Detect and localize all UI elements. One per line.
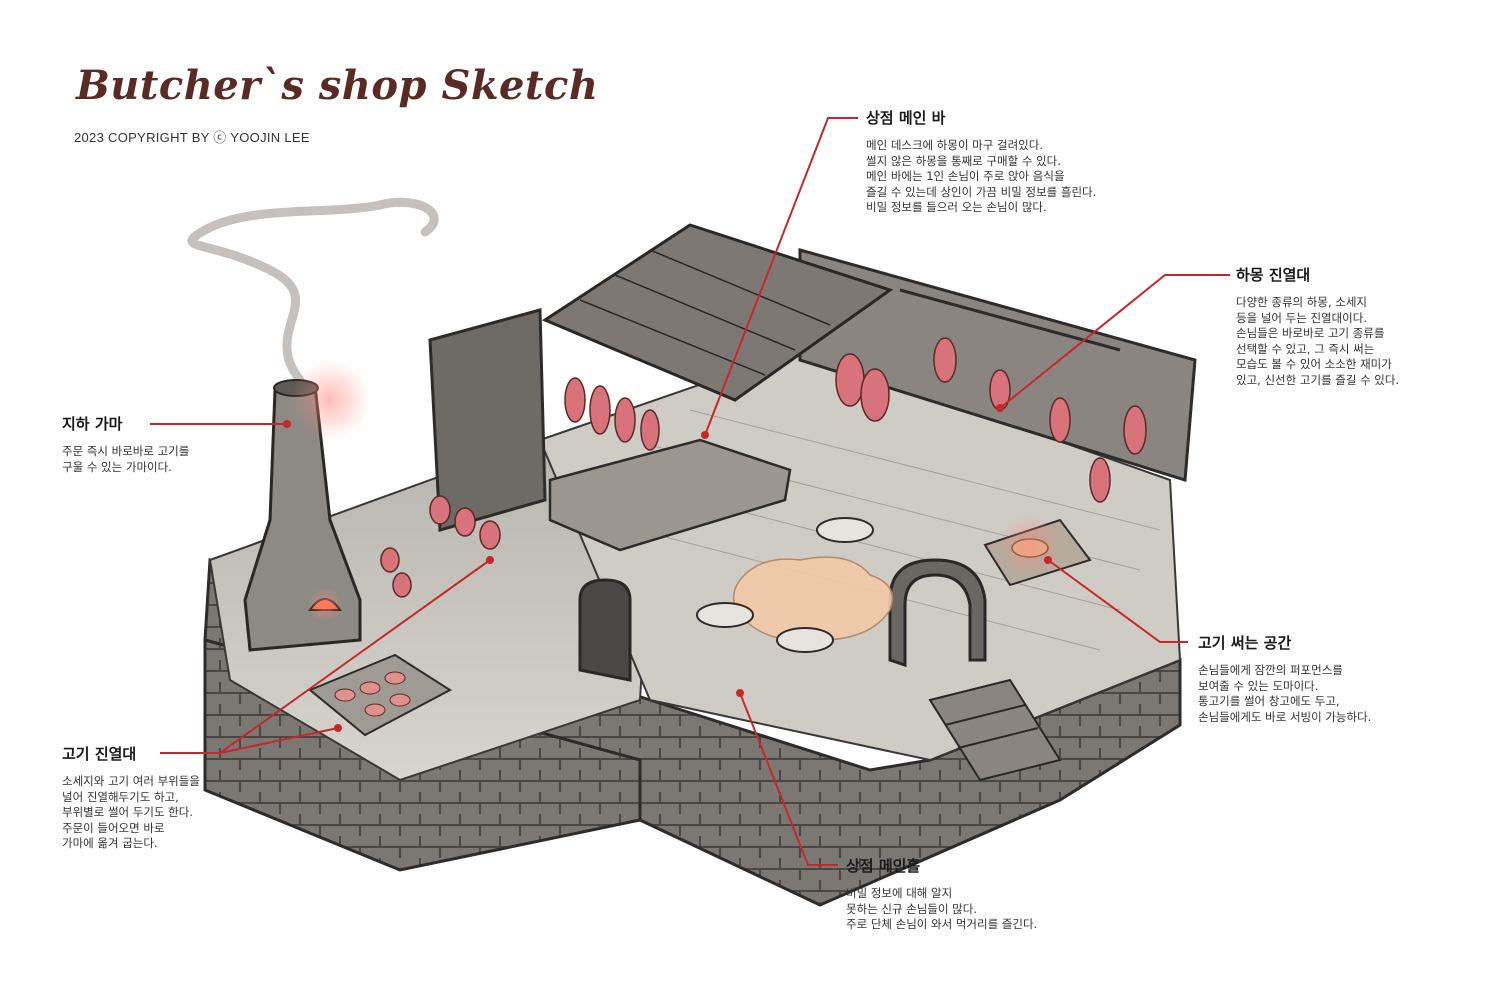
back-wall-left — [428, 308, 547, 532]
callout-line: 주문 즉시 바로바로 고기를 — [62, 444, 190, 458]
smoke — [187, 197, 439, 385]
callout-jamon-display: 하몽 진열대 다양한 종류의 하몽, 소세지 등을 널어 두는 진열대이다. 손… — [1236, 264, 1399, 388]
callout-underground-kiln: 지하 가마 주문 즉시 바로바로 고기를 구울 수 있는 가마이다. — [62, 413, 189, 475]
callout-main-hall: 상점 메인홀 비밀 정보에 대해 알지 못하는 신규 손님들이 많다. 주로 단… — [846, 855, 1037, 933]
main-bar-counter — [548, 438, 792, 552]
callout-line: 주문이 들어오면 바로 — [62, 820, 165, 835]
callout-meat-display: 고기 진열대 소세지와 고기 여러 부위들을 널어 진열해두기도 하고, 부위별… — [62, 743, 200, 852]
callout-line: 비밀 정보에 대해 알지 — [846, 886, 953, 900]
page-title: Butcher`s shop Sketch — [76, 62, 599, 109]
callout-carving-space: 고기 써는 공간 손님들에게 잠깐의 퍼포먼스를 보여줄 수 있는 도마이다. … — [1198, 632, 1371, 725]
callout-line: 소세지와 고기 여러 부위들을 — [62, 774, 200, 788]
callout-line: 비밀 정보를 들으러 오는 손님이 많다. — [866, 200, 1047, 214]
bar-roof — [541, 223, 894, 402]
callout-line: 등을 널어 두는 진열대이다. — [1236, 310, 1368, 325]
callout-line: 즐길 수 있는데 상인이 가끔 비밀 정보를 흘린다. — [866, 184, 1097, 199]
arch-door-right — [888, 558, 987, 668]
callout-line: 썰지 않은 하몽을 통째로 구매할 수 있다. — [866, 153, 1061, 168]
callout-line: 손님들에게 잠깐의 퍼포먼스를 — [1198, 663, 1343, 677]
arch-door-left — [578, 578, 632, 682]
callout-line: 널어 진열해두기도 하고, — [62, 789, 179, 804]
callout-line: 모습도 볼 수 있어 소소한 재미가 — [1236, 357, 1392, 371]
callout-line: 다양한 종류의 하몽, 소세지 — [1236, 295, 1368, 309]
callout-title: 지하 가마 — [62, 415, 123, 433]
callout-line: 보여줄 수 있는 도마이다. — [1198, 678, 1319, 693]
callout-line: 부위별로 썰어 두기도 한다. — [62, 805, 194, 819]
callout-title: 상점 메인 바 — [866, 109, 946, 127]
callout-line: 손님들은 바로바로 고기 종류를 — [1236, 326, 1385, 340]
callout-line: 선택할 수 있고, 그 즉시 써는 — [1236, 341, 1375, 356]
callout-line: 메인 데스크에 하몽이 마구 걸려있다. — [866, 138, 1043, 152]
callout-line: 손님들에게도 바로 서빙이 가능하다. — [1198, 709, 1372, 724]
callout-title: 하몽 진열대 — [1236, 266, 1311, 284]
copyright-text: 2023 COPYRIGHT BY ⓒ YOOJIN LEE — [74, 130, 310, 145]
callout-line: 주로 단체 손님이 와서 먹거리를 즐긴다. — [846, 917, 1038, 931]
entrance-stairs — [928, 678, 1062, 782]
callout-line: 구울 수 있는 가마이다. — [62, 459, 172, 474]
callout-main-bar: 상점 메인 바 메인 데스크에 하몽이 마구 걸려있다. 썰지 않은 하몽을 통… — [866, 107, 1096, 216]
callout-title: 고기 진열대 — [62, 745, 137, 763]
callout-title: 고기 써는 공간 — [1198, 634, 1292, 652]
callout-line: 가마에 옮겨 굽는다. — [62, 836, 158, 850]
callout-title: 상점 메인홀 — [846, 857, 921, 875]
callout-line: 있고, 신선한 고기를 즐길 수 있다. — [1236, 372, 1400, 387]
meat-display-table — [308, 653, 452, 737]
callout-line: 통고기를 썰어 창고에도 두고, — [1198, 694, 1340, 708]
callout-line: 못하는 신규 손님들이 많다. — [846, 901, 978, 916]
leader-lines — [150, 117, 1230, 866]
callout-line: 메인 바에는 1인 손님이 주로 앉아 음식을 — [866, 169, 1065, 183]
